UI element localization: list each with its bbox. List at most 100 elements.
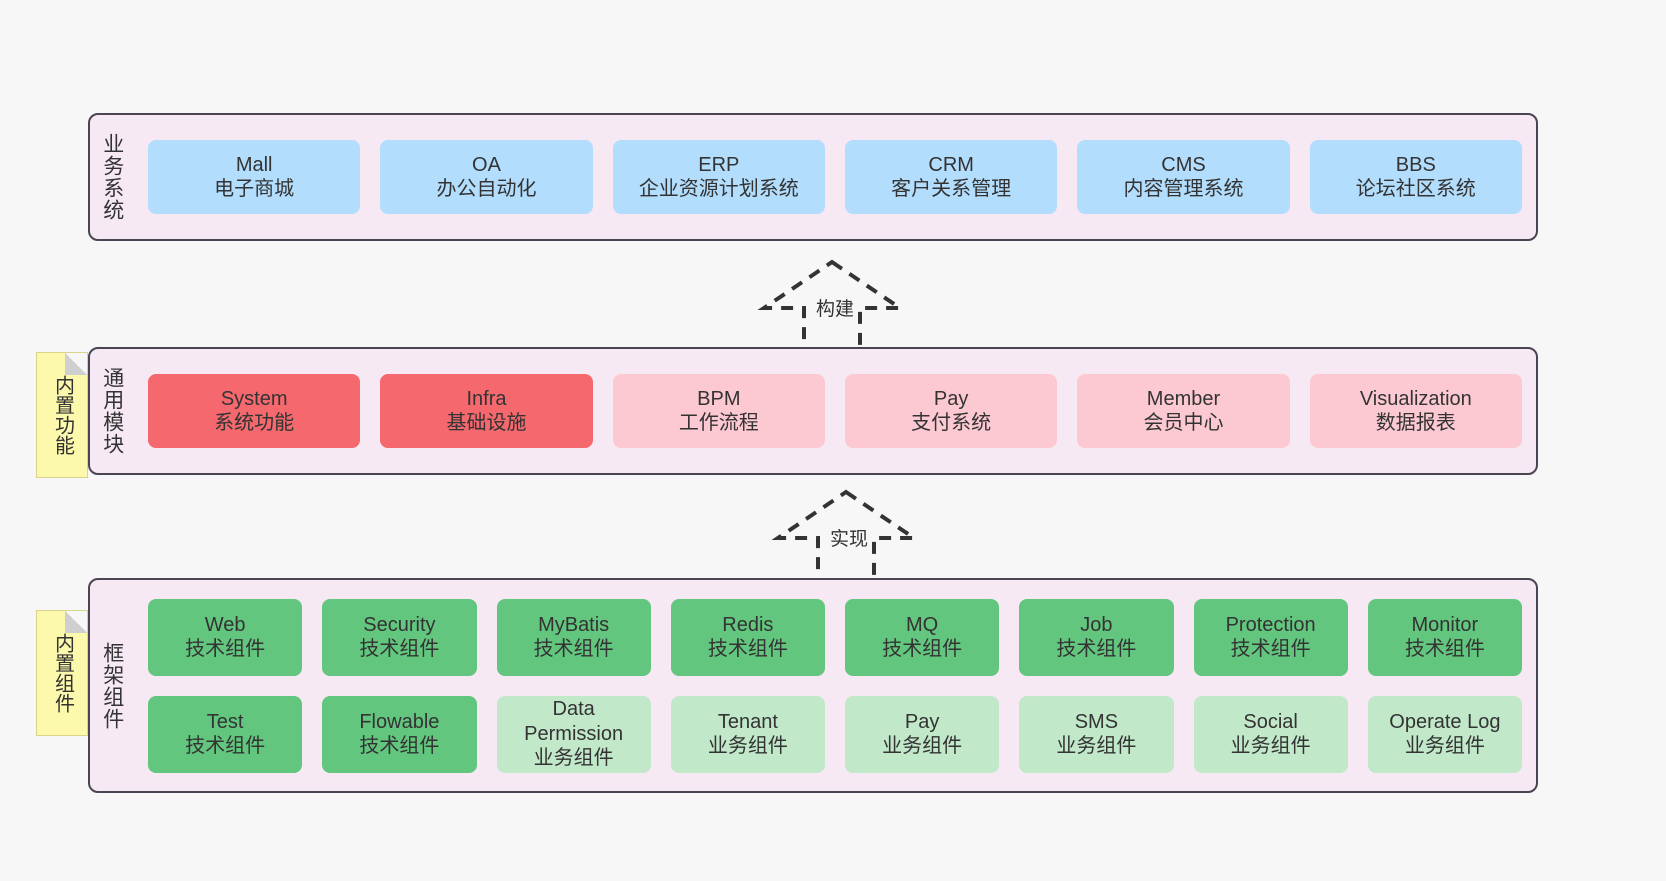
card-title-cn: 办公自动化	[436, 178, 537, 200]
card-title-en: MyBatis	[538, 613, 610, 636]
card-job[interactable]: Job 技术组件	[1019, 598, 1174, 676]
card-title-en: Test	[206, 710, 244, 733]
card-title-cn: 技术组件	[1230, 638, 1311, 660]
card-title-cn: 技术组件	[359, 638, 440, 660]
card-title-en: Security	[363, 613, 436, 636]
common-card-row: System 系统功能 Infra 基础设施 BPM 工作流程 Pay 支付系统…	[148, 374, 1522, 448]
card-security[interactable]: Security 技术组件	[322, 598, 477, 676]
layer-body-business: Mall 电子商城 OA 办公自动化 ERP 企业资源计划系统 CRM 客户关系…	[134, 115, 1536, 239]
card-title-cn: 业务组件	[1404, 735, 1485, 757]
card-title-en: Infra	[466, 387, 507, 410]
card-title-en: Tenant	[717, 710, 778, 733]
card-title-cn: 业务组件	[533, 747, 614, 770]
card-title-cn: 客户关系管理	[891, 178, 1012, 200]
card-erp[interactable]: ERP 企业资源计划系统	[612, 140, 825, 214]
card-system[interactable]: System 系统功能	[148, 374, 361, 448]
layer-body-common: System 系统功能 Infra 基础设施 BPM 工作流程 Pay 支付系统…	[134, 349, 1536, 473]
card-title-cn: 业务组件	[882, 735, 963, 757]
card-protection[interactable]: Protection 技术组件	[1193, 598, 1348, 676]
card-title-en: Operate Log	[1389, 710, 1501, 733]
card-title-en: Protection	[1225, 613, 1316, 636]
card-title-cn: 技术组件	[185, 735, 266, 757]
card-crm[interactable]: CRM 客户关系管理	[844, 140, 1058, 214]
card-title-en: MQ	[906, 613, 939, 636]
card-title-cn: 技术组件	[533, 638, 614, 660]
card-title-cn: 企业资源计划系统	[638, 178, 799, 200]
card-title-en: Pay	[933, 387, 969, 410]
card-test[interactable]: Test 技术组件	[148, 695, 303, 773]
layer-caption-framework: 框架组件	[100, 641, 124, 730]
card-title-en: System	[220, 387, 288, 410]
card-visualization[interactable]: Visualization 数据报表	[1309, 374, 1522, 448]
card-social[interactable]: Social 业务组件	[1193, 695, 1348, 773]
card-title-cn: 业务组件	[1056, 735, 1137, 757]
layer-caption-common: 通用模块	[100, 367, 124, 455]
connector-label-implement: 实现	[828, 524, 871, 551]
card-flowable[interactable]: Flowable 技术组件	[322, 695, 477, 773]
card-title-cn: 内容管理系统	[1123, 178, 1244, 200]
card-data-permission[interactable]: Data Permission 业务组件	[496, 695, 651, 773]
card-title-cn: 技术组件	[882, 638, 963, 660]
card-title-en: BPM	[697, 387, 741, 410]
layer-body-framework: Web 技术组件 Security 技术组件 MyBatis 技术组件 Redi…	[134, 580, 1536, 791]
card-pay-component[interactable]: Pay 业务组件	[845, 695, 1000, 773]
card-member[interactable]: Member 会员中心	[1077, 374, 1290, 448]
card-redis[interactable]: Redis 技术组件	[670, 598, 825, 676]
business-card-row: Mall 电子商城 OA 办公自动化 ERP 企业资源计划系统 CRM 客户关系…	[148, 140, 1522, 214]
card-bpm[interactable]: BPM 工作流程	[612, 374, 825, 448]
card-title-en: ERP	[698, 153, 740, 176]
card-title-en: Pay	[904, 710, 940, 733]
framework-card-row-business: Test 技术组件 Flowable 技术组件 Data Permission …	[148, 695, 1522, 773]
card-title-cn: 工作流程	[678, 412, 759, 434]
card-title-cn: 技术组件	[185, 638, 266, 660]
card-title-cn: 系统功能	[214, 412, 295, 434]
card-title-cn: 会员中心	[1143, 412, 1224, 434]
card-title-cn: 技术组件	[1056, 638, 1137, 660]
card-mq[interactable]: MQ 技术组件	[845, 598, 1000, 676]
card-infra[interactable]: Infra 基础设施	[380, 374, 593, 448]
card-cms[interactable]: CMS 内容管理系统	[1077, 140, 1290, 214]
framework-card-row-technical: Web 技术组件 Security 技术组件 MyBatis 技术组件 Redi…	[148, 598, 1522, 676]
card-title-en: Social	[1243, 710, 1298, 733]
card-title-en: Mall	[235, 153, 273, 176]
card-title-cn: 基础设施	[446, 412, 527, 434]
card-title-cn: 技术组件	[707, 638, 788, 660]
card-monitor[interactable]: Monitor 技术组件	[1367, 598, 1522, 676]
card-operate-log[interactable]: Operate Log 业务组件	[1367, 695, 1522, 773]
card-title-cn: 论坛社区系统	[1355, 178, 1476, 200]
card-mall[interactable]: Mall 电子商城	[148, 140, 361, 214]
sticky-note-builtin-components: 内置组件	[36, 610, 88, 736]
card-sms[interactable]: SMS 业务组件	[1019, 695, 1174, 773]
card-title-en: CRM	[928, 153, 974, 176]
card-title-cn: 数据报表	[1375, 412, 1456, 434]
card-title-cn: 技术组件	[359, 735, 440, 757]
card-title-en: Visualization	[1359, 387, 1472, 410]
card-web[interactable]: Web 技术组件	[148, 598, 303, 676]
card-title-en: Web	[204, 613, 246, 636]
card-title-en: OA	[472, 153, 501, 176]
card-title-en: Member	[1146, 387, 1221, 410]
card-title-en: SMS	[1074, 710, 1119, 733]
connector-label-build: 构建	[814, 294, 857, 321]
card-title-cn: 业务组件	[707, 735, 788, 757]
card-title-cn: 业务组件	[1230, 735, 1311, 757]
layer-caption-business: 业务系统	[100, 133, 124, 221]
card-mybatis[interactable]: MyBatis 技术组件	[496, 598, 651, 676]
card-title-cn: 技术组件	[1404, 638, 1485, 660]
sticky-note-builtin-features: 内置功能	[36, 352, 88, 478]
card-title-en: Redis	[722, 613, 774, 636]
card-title-en: Job	[1080, 613, 1113, 636]
card-title-en: Flowable	[359, 710, 440, 733]
card-title-en: CMS	[1161, 153, 1206, 176]
card-pay-module[interactable]: Pay 支付系统	[844, 374, 1058, 448]
connector-implement: 实现	[766, 488, 926, 582]
card-bbs[interactable]: BBS 论坛社区系统	[1309, 140, 1522, 214]
layer-framework-components: 框架组件 Web 技术组件 Security 技术组件 MyBatis 技术组件…	[88, 578, 1538, 793]
layer-common-modules: 通用模块 System 系统功能 Infra 基础设施 BPM 工作流程 Pay…	[88, 347, 1538, 475]
card-oa[interactable]: OA 办公自动化	[380, 140, 593, 214]
card-title-cn: 电子商城	[214, 178, 295, 200]
card-tenant[interactable]: Tenant 业务组件	[670, 695, 825, 773]
card-title-en: Data Permission	[524, 698, 624, 745]
connector-build: 构建	[752, 258, 912, 352]
